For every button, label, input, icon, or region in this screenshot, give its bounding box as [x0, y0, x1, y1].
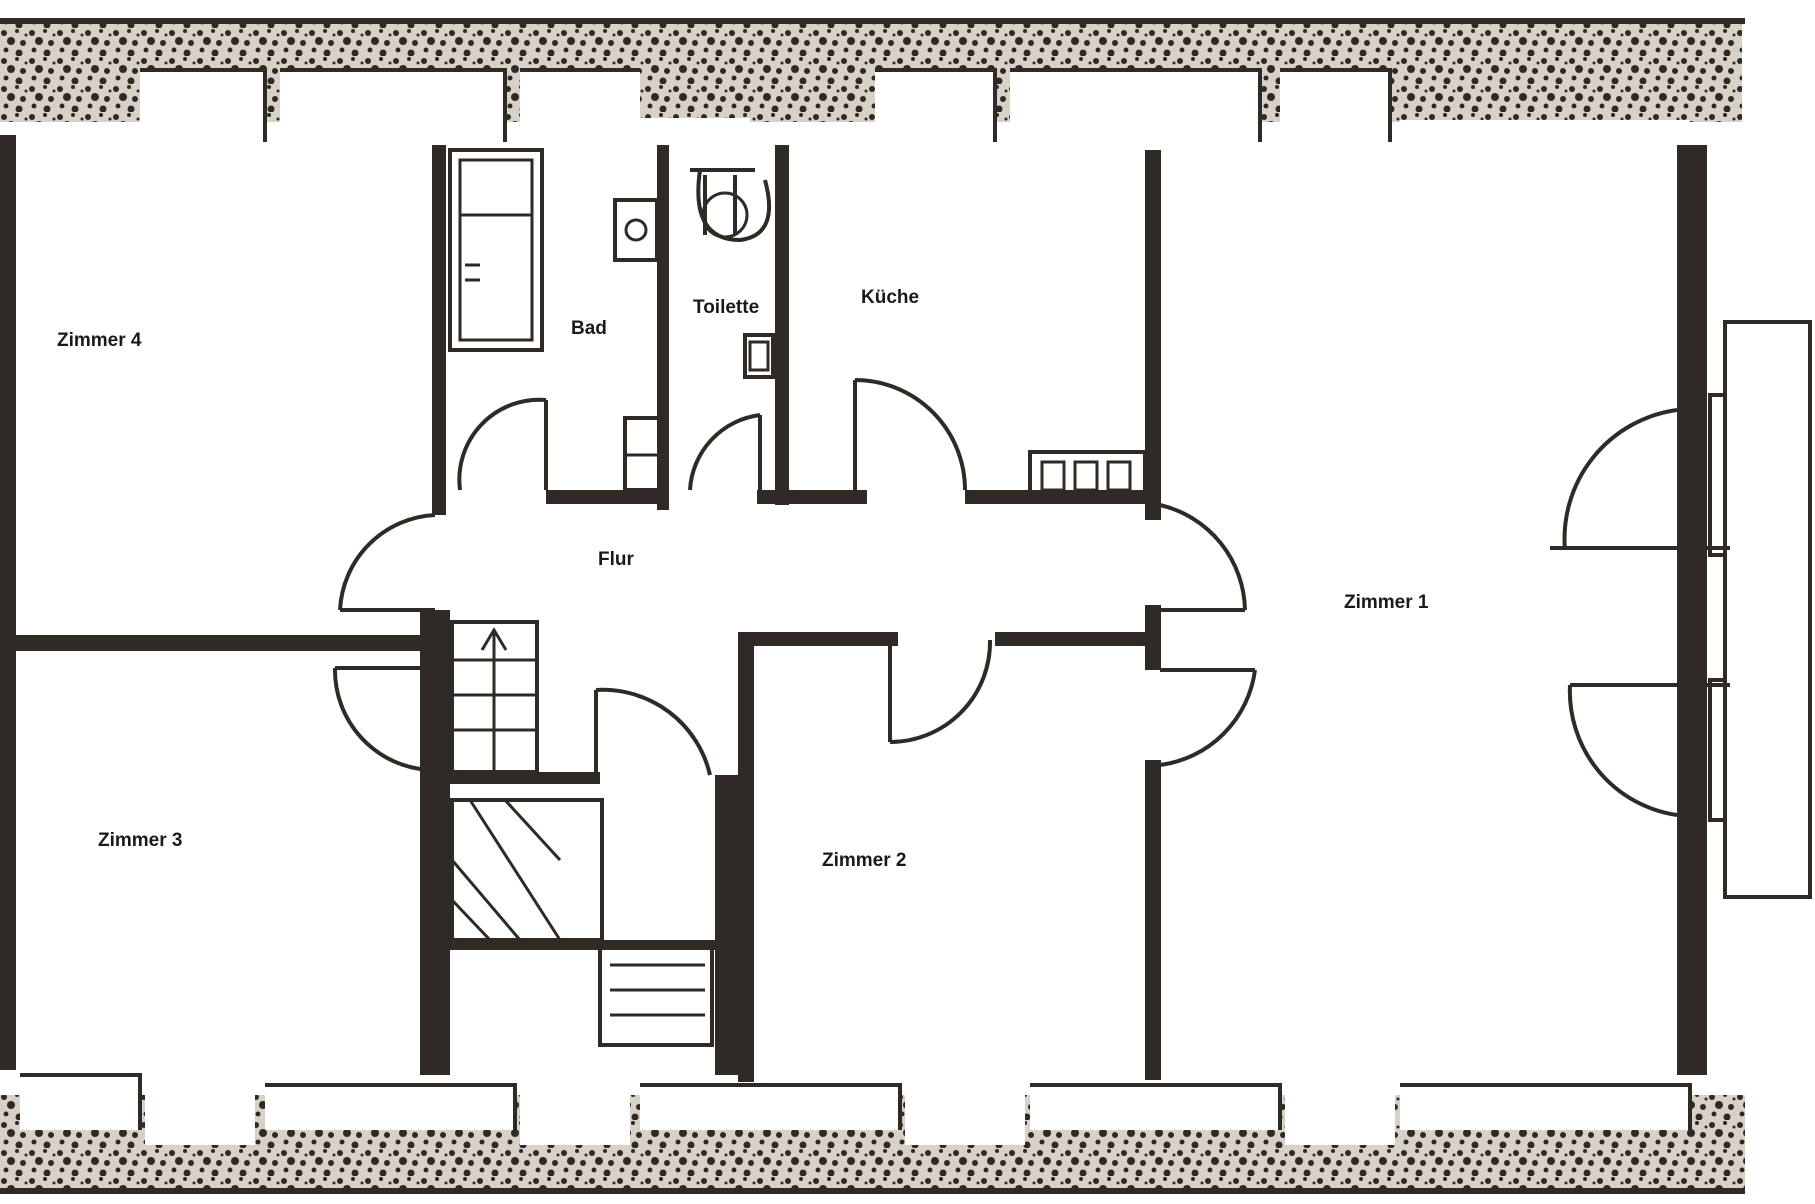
- toilet: [690, 168, 772, 243]
- balcony: [1708, 320, 1812, 899]
- room-label-zimmer-1: Zimmer 1: [1344, 592, 1429, 613]
- bathtub: [448, 148, 544, 352]
- room-label-toilette: Toilette: [693, 297, 760, 318]
- staircase: [450, 620, 714, 1047]
- room-label-zimmer-3: Zimmer 3: [98, 830, 183, 851]
- door-swings: [332, 378, 1730, 817]
- room-label-bad: Bad: [571, 318, 607, 339]
- top-outer-wall: [0, 18, 1745, 142]
- bad-cabinet: [623, 416, 663, 492]
- kitchen-stove: [1028, 450, 1147, 500]
- interior-walls: [0, 135, 1707, 1082]
- bathroom-sink: [613, 198, 659, 262]
- room-label-flur: Flur: [598, 549, 634, 570]
- room-label-zimmer-4: Zimmer 4: [57, 330, 142, 351]
- toilet-sink: [743, 333, 775, 379]
- bottom-outer-wall: [0, 1073, 1745, 1194]
- room-label-zimmer-2: Zimmer 2: [822, 850, 907, 871]
- room-label-kueche: Küche: [861, 287, 920, 308]
